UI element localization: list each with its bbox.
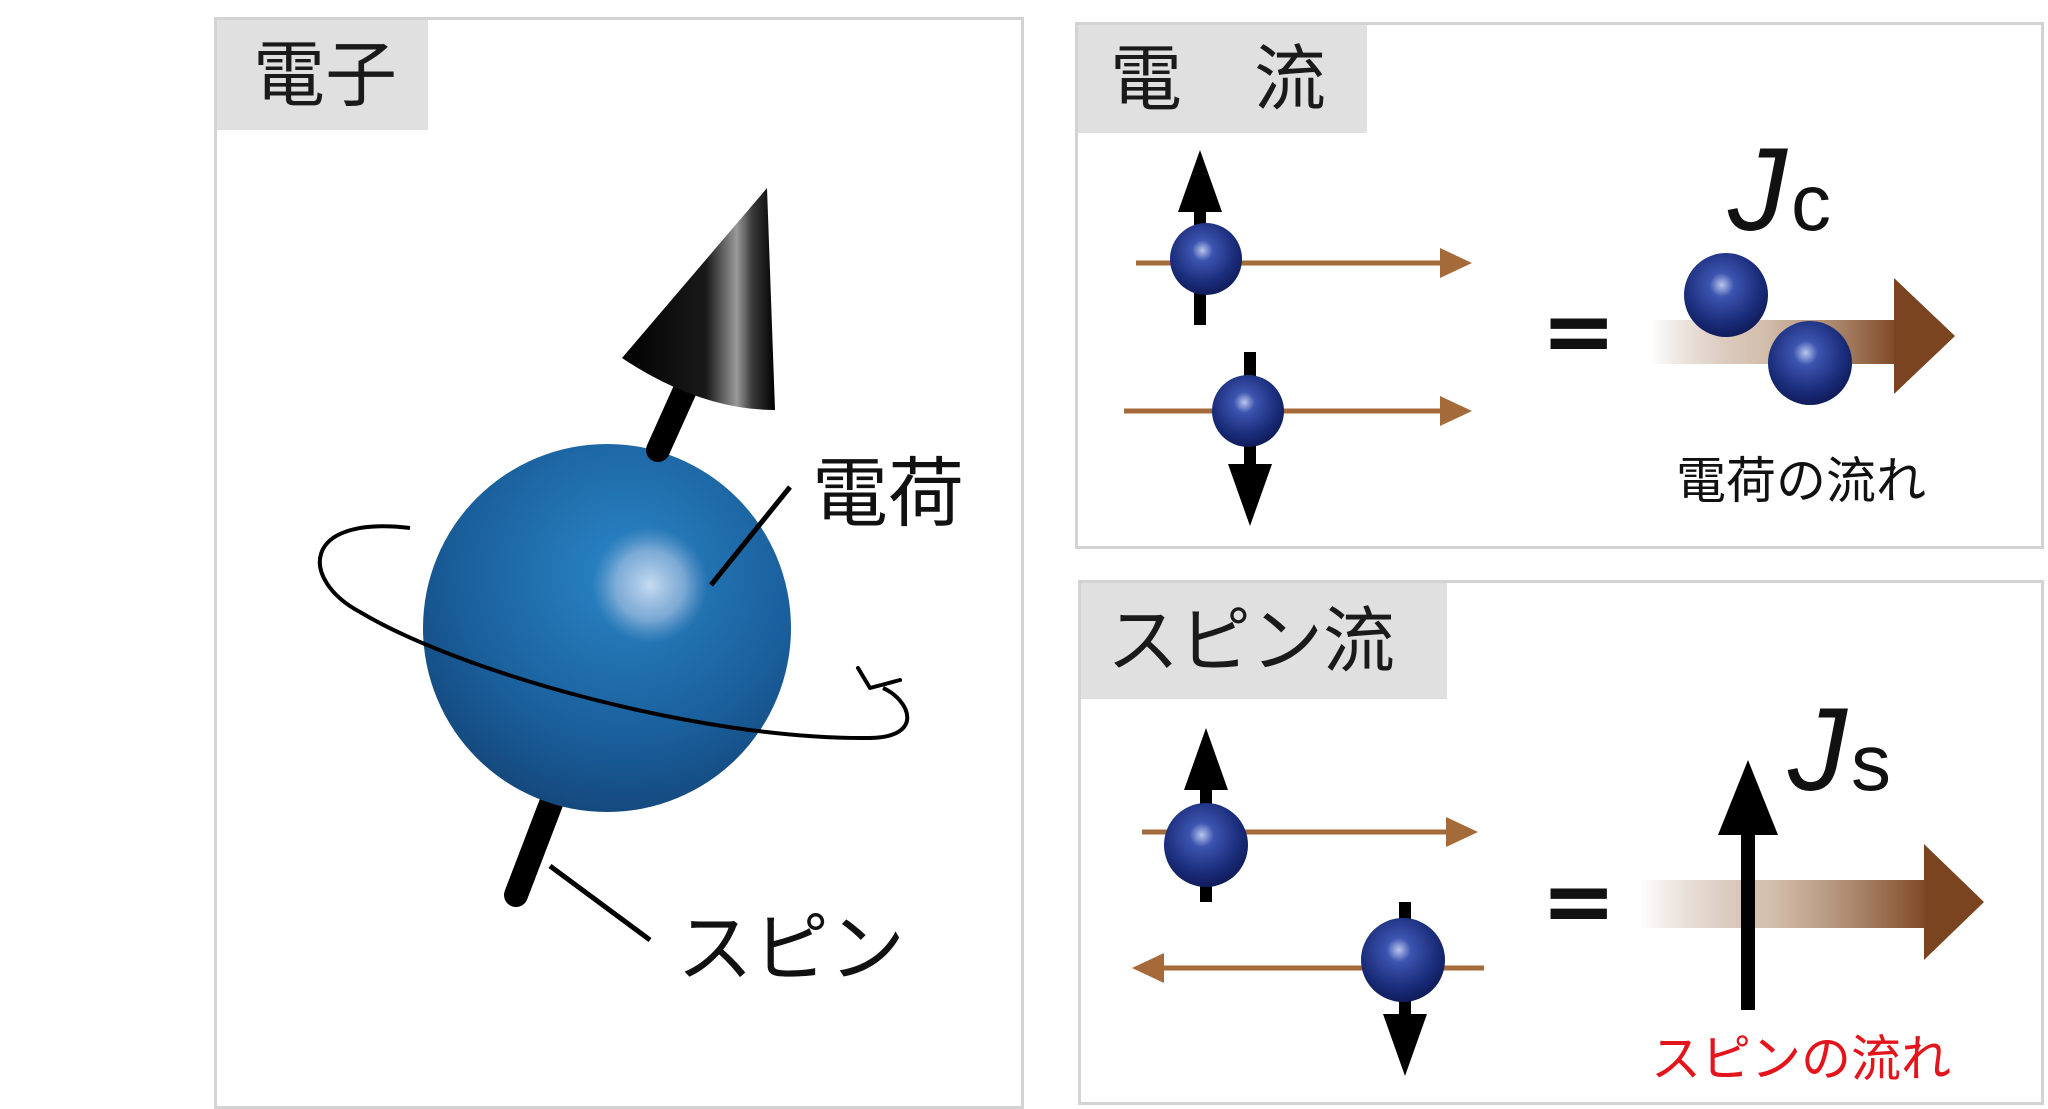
charge-label: 電荷 (812, 449, 964, 538)
charge-flow-arrow-icon (1650, 253, 1955, 405)
current-panel-title: 電 流 (1078, 25, 1367, 133)
spin-current-caption: スピンの流れ (1651, 1030, 1951, 1088)
spin-up-arrow-icon (1178, 150, 1222, 212)
flow-right-arrow-icon (1440, 248, 1472, 278)
spin-label: スピン (677, 904, 905, 993)
spin-flow-arrow-icon (1640, 760, 1984, 1010)
charge-leader-line (709, 485, 792, 587)
current-equals: = (1541, 279, 1616, 384)
rotation-orbit-icon (317, 524, 910, 741)
spin-leader-line (548, 863, 652, 943)
spin-current-electron-2 (1132, 902, 1484, 1076)
current-electron-2 (1124, 352, 1472, 526)
spin-current-electron-1 (1142, 728, 1478, 902)
current-electron-1 (1136, 150, 1472, 325)
charge-highlight (592, 527, 708, 643)
flow-left-arrow-icon (1132, 953, 1164, 983)
spin-current-panel-title: スピン流 (1081, 583, 1447, 699)
spin-current-equals: = (1541, 849, 1616, 954)
spin-down-arrow-icon (1228, 464, 1272, 526)
spin-arrow-cone-icon (622, 188, 775, 410)
current-symbol: Jc (1727, 124, 1831, 256)
current-panel: 電 流 (1075, 22, 2044, 549)
spin-up-arrow-icon (1184, 728, 1228, 790)
spin-current-symbol: Js (1787, 684, 1891, 816)
spin-down-arrow-icon (1383, 1014, 1427, 1076)
electron-sphere (423, 444, 791, 812)
flow-right-arrow-icon (1440, 396, 1472, 426)
current-caption: 電荷の流れ (1676, 452, 1926, 510)
electron-panel-title: 電子 (217, 20, 428, 130)
flow-right-arrow-icon (1446, 817, 1478, 847)
